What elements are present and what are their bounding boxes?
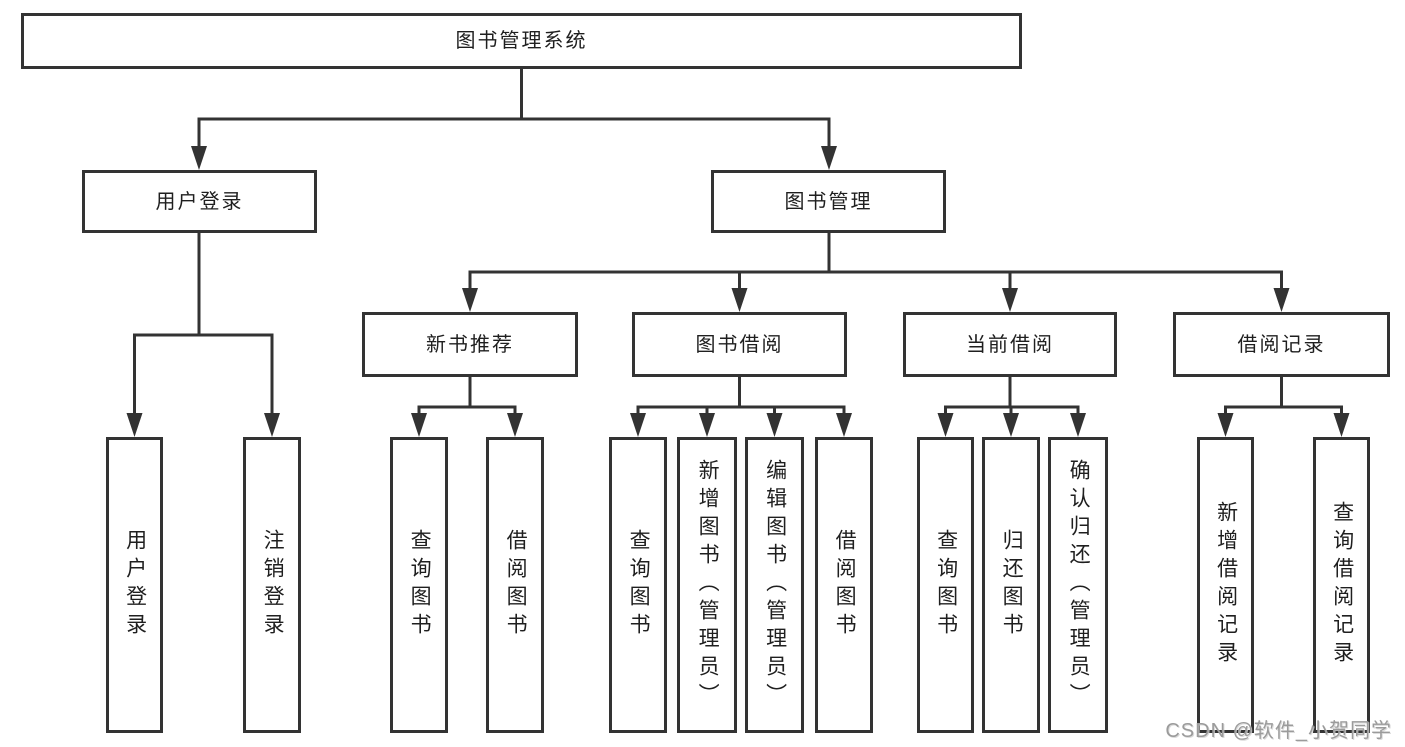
arrowhead: [699, 413, 715, 437]
node-return-books: 归还图书: [982, 437, 1040, 733]
node-label: 注销登录: [261, 529, 285, 641]
connector-paths: [133, 67, 1343, 415]
node-book-management: 图书管理: [711, 170, 946, 233]
node-recommend-borrow-books: 借阅图书: [486, 437, 544, 733]
node-label: 新书推荐: [426, 333, 514, 356]
node-label: 用户登录: [123, 529, 147, 641]
arrowheads: [126, 146, 1350, 437]
node-recommend-query-books: 查询图书: [390, 437, 448, 733]
node-user-login: 用户登录: [82, 170, 317, 233]
arrowhead: [766, 413, 783, 437]
arrowhead: [1333, 413, 1350, 437]
node-book-borrowing: 图书借阅: [632, 312, 847, 377]
node-label: 查询图书: [627, 529, 651, 641]
node-edit-books-admin: 编辑图书（管理员）: [745, 437, 804, 733]
node-borrowing-query-books: 查询图书: [609, 437, 667, 733]
node-label: 确认归还（管理员）: [1067, 459, 1091, 711]
arrowhead: [1002, 288, 1018, 312]
node-label: 图书借阅: [695, 333, 784, 356]
node-label: 新增图书（管理员）: [696, 459, 720, 711]
node-label: 图书管理: [784, 190, 873, 213]
arrowhead: [731, 288, 748, 312]
node-library-system: 图书管理系统: [21, 13, 1022, 69]
arrowhead: [1003, 413, 1019, 437]
arrowhead: [1273, 288, 1290, 312]
arrowhead: [411, 413, 427, 437]
node-label: 查询图书: [408, 529, 432, 641]
arrowhead: [1217, 413, 1234, 437]
node-query-borrow-record: 查询借阅记录: [1313, 437, 1370, 733]
arrowhead: [630, 413, 646, 437]
arrowhead: [264, 413, 280, 437]
arrowhead: [836, 413, 852, 437]
arrowhead: [191, 146, 207, 170]
node-label: 新增借阅记录: [1214, 501, 1238, 669]
node-new-book-recommend: 新书推荐: [362, 312, 578, 377]
node-current-borrowing: 当前借阅: [903, 312, 1117, 377]
node-label: 借阅图书: [504, 529, 528, 641]
node-borrowing-records: 借阅记录: [1173, 312, 1390, 377]
node-borrowing-borrow-books: 借阅图书: [815, 437, 873, 733]
node-label: 图书管理系统: [455, 30, 588, 52]
node-label: 查询图书: [934, 529, 958, 641]
node-label: 归还图书: [1000, 529, 1024, 641]
arrowhead: [126, 413, 143, 437]
csdn-watermark: CSDN @软件_小贺同学: [1165, 720, 1392, 742]
arrowhead: [821, 146, 837, 170]
arrowhead: [462, 288, 478, 312]
node-current-query-books: 查询图书: [917, 437, 974, 733]
node-label: 用户登录: [155, 190, 244, 213]
node-label: 查询借阅记录: [1330, 501, 1354, 669]
node-add-borrow-record: 新增借阅记录: [1197, 437, 1254, 733]
node-label: 编辑图书（管理员）: [763, 459, 787, 711]
node-label: 借阅记录: [1237, 333, 1326, 356]
node-logout-leaf: 注销登录: [243, 437, 301, 733]
node-confirm-return-admin: 确认归还（管理员）: [1048, 437, 1108, 733]
node-add-books-admin: 新增图书（管理员）: [677, 437, 737, 733]
node-user-login-leaf: 用户登录: [106, 437, 163, 733]
arrowhead: [1070, 413, 1086, 437]
arrowhead: [937, 413, 954, 437]
node-label: 当前借阅: [966, 333, 1054, 356]
node-label: 借阅图书: [833, 529, 857, 641]
arrowhead: [507, 413, 523, 437]
